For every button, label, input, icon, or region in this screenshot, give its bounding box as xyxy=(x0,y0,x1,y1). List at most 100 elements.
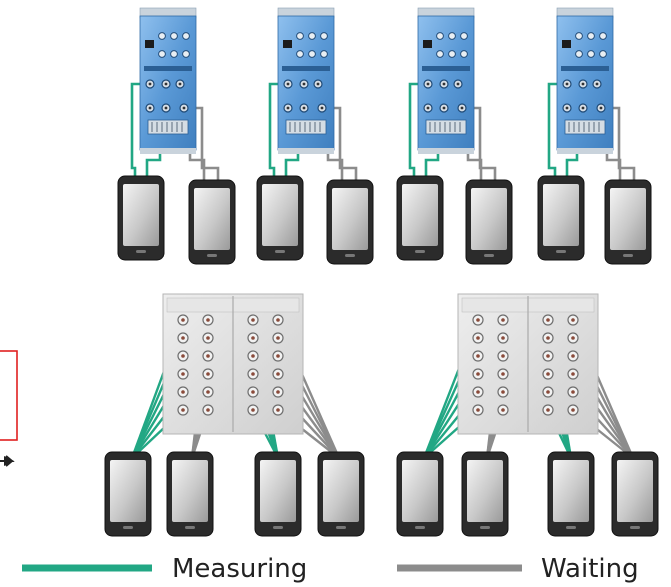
phone-home-button xyxy=(273,526,283,529)
bnc-connector-pin xyxy=(501,336,505,340)
connector-pin xyxy=(581,106,585,110)
bnc-connector-pin xyxy=(501,408,505,412)
measuring-wire xyxy=(130,82,150,178)
connector-pin xyxy=(460,106,464,110)
top-phone-measuring-4 xyxy=(537,175,585,261)
chassis-layer xyxy=(162,293,599,435)
connector-pin xyxy=(286,106,290,110)
phone-screen xyxy=(110,460,146,522)
phone-layer xyxy=(104,175,659,537)
phone-home-button xyxy=(415,250,425,253)
bnc-connector-pin xyxy=(546,372,550,376)
bnc-connector-pin xyxy=(181,408,185,412)
bottom-phone-waiting-1 xyxy=(166,451,214,537)
connector-pin xyxy=(148,106,152,110)
port-icon xyxy=(460,32,468,40)
phone-home-button xyxy=(415,526,425,529)
ethernet-port-icon xyxy=(145,40,154,48)
bnc-connector-pin xyxy=(476,354,480,358)
port-icon xyxy=(575,50,583,58)
port-icon xyxy=(170,32,178,40)
phone-home-button xyxy=(136,250,146,253)
bottom-phone-measuring-4 xyxy=(547,451,595,537)
bnc-connector-pin xyxy=(501,318,505,322)
port-icon xyxy=(158,32,166,40)
module-label-strip xyxy=(282,66,330,71)
bnc-connector-pin xyxy=(206,390,210,394)
connector-pin xyxy=(426,82,430,86)
ethernet-port-icon xyxy=(423,40,432,48)
bottom-phone-measuring-1 xyxy=(104,451,152,537)
phone-home-button xyxy=(556,250,566,253)
port-icon xyxy=(320,50,328,58)
bnc-connector-pin xyxy=(181,354,185,358)
top-phone-waiting-4 xyxy=(604,179,652,265)
connector-pin xyxy=(595,82,599,86)
connector-pin xyxy=(164,82,168,86)
bnc-connector-pin xyxy=(181,372,185,376)
connector-pin xyxy=(286,82,290,86)
bnc-connector-pin xyxy=(501,372,505,376)
ethernet-port-icon xyxy=(562,40,571,48)
bnc-connector-pin xyxy=(181,318,185,322)
phone-screen xyxy=(610,188,646,250)
bnc-connector-pin xyxy=(251,408,255,412)
phone-home-button xyxy=(275,250,285,253)
phone-screen xyxy=(262,184,298,246)
bnc-connector-pin xyxy=(206,318,210,322)
connector-pin xyxy=(148,82,152,86)
legend-measuring-label: Measuring xyxy=(172,554,307,584)
phone-screen xyxy=(543,184,579,246)
top-phone-waiting-2 xyxy=(326,179,374,265)
port-icon xyxy=(587,32,595,40)
connector-pin xyxy=(565,106,569,110)
phone-screen xyxy=(194,188,230,250)
bnc-connector-pin xyxy=(571,408,575,412)
connector-pin xyxy=(302,82,306,86)
top-module-layer xyxy=(139,7,614,154)
connector-pin xyxy=(426,106,430,110)
bnc-connector-pin xyxy=(571,354,575,358)
bnc-connector-pin xyxy=(501,390,505,394)
port-icon xyxy=(575,32,583,40)
bnc-connector-pin xyxy=(476,390,480,394)
port-icon xyxy=(308,32,316,40)
port-icon xyxy=(448,32,456,40)
module-label-strip xyxy=(561,66,609,71)
port-icon xyxy=(296,32,304,40)
connector-chassis-left xyxy=(162,293,304,435)
callout-arrow-head xyxy=(4,456,14,466)
bnc-connector-pin xyxy=(206,408,210,412)
bnc-connector-pin xyxy=(251,372,255,376)
bnc-connector-pin xyxy=(571,336,575,340)
port-icon xyxy=(320,32,328,40)
phone-home-button xyxy=(566,526,576,529)
phone-screen xyxy=(172,460,208,522)
module-base xyxy=(140,148,196,154)
phone-screen xyxy=(471,188,507,250)
bnc-connector-pin xyxy=(276,336,280,340)
bottom-phone-measuring-3 xyxy=(396,451,444,537)
port-icon xyxy=(436,32,444,40)
bnc-connector-pin xyxy=(181,336,185,340)
port-icon xyxy=(436,50,444,58)
module-label-strip xyxy=(144,66,192,71)
measurement-module-4 xyxy=(556,7,614,154)
bnc-connector-pin xyxy=(476,372,480,376)
measuring-wire xyxy=(547,82,567,178)
port-icon xyxy=(182,32,190,40)
phone-screen xyxy=(402,460,438,522)
connector-pin xyxy=(182,106,186,110)
top-phone-measuring-2 xyxy=(256,175,304,261)
phone-screen xyxy=(617,460,653,522)
phone-screen xyxy=(260,460,296,522)
top-phone-waiting-1 xyxy=(188,179,236,265)
bnc-connector-pin xyxy=(546,336,550,340)
measurement-module-1 xyxy=(139,7,197,154)
top-phone-waiting-3 xyxy=(465,179,513,265)
module-base xyxy=(557,148,613,154)
phone-screen xyxy=(402,184,438,246)
port-icon xyxy=(448,50,456,58)
connector-pin xyxy=(581,82,585,86)
